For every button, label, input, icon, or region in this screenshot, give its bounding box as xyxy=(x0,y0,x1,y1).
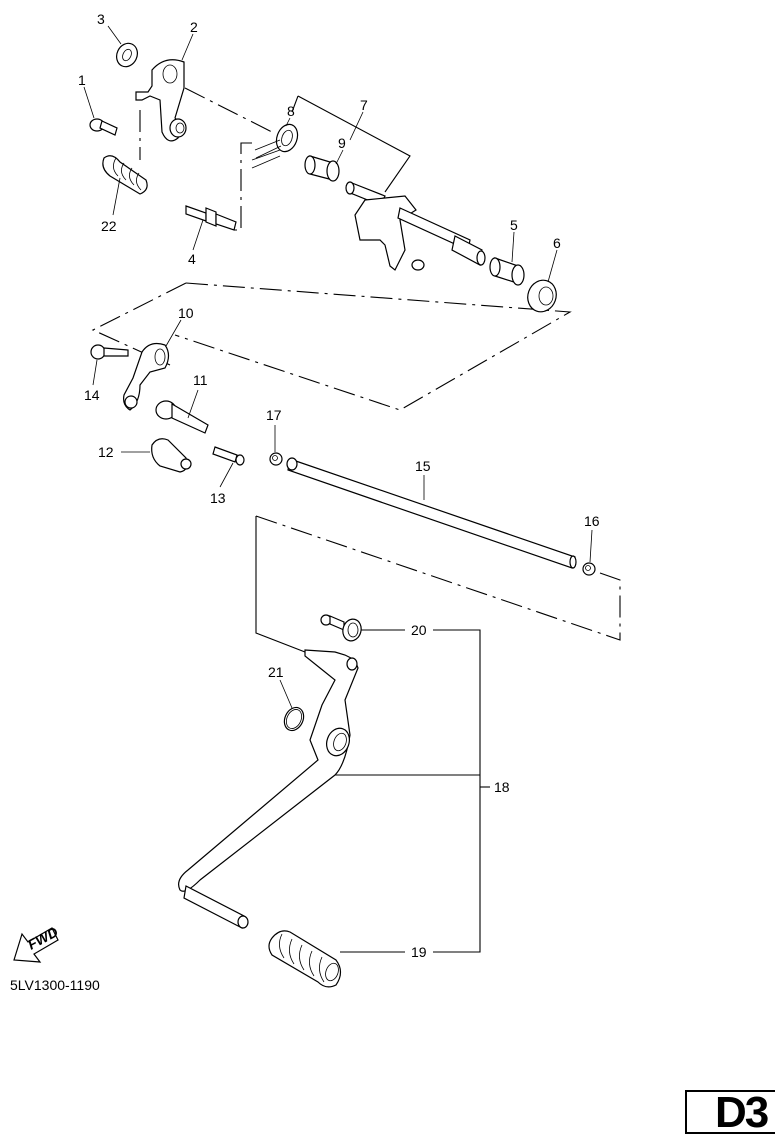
part-21-o-ring[interactable] xyxy=(281,704,307,733)
callout-19[interactable]: 19 xyxy=(411,944,427,960)
part-22-spring[interactable] xyxy=(102,155,148,195)
part-12-boot[interactable] xyxy=(151,438,192,473)
callout-20[interactable]: 20 xyxy=(411,622,427,638)
callout-labels: 3 2 1 22 4 8 7 9 5 6 10 14 11 12 13 17 1… xyxy=(78,11,600,960)
part-15-shift-rod[interactable] xyxy=(286,457,577,569)
callout-11[interactable]: 11 xyxy=(193,372,208,388)
part-16-nut[interactable] xyxy=(582,562,596,576)
callout-4[interactable]: 4 xyxy=(188,251,196,267)
callout-16[interactable]: 16 xyxy=(584,513,600,529)
part-1-pin[interactable] xyxy=(89,118,118,136)
part-11-joint[interactable] xyxy=(155,400,209,434)
callout-22[interactable]: 22 xyxy=(101,218,117,234)
part-5-collar[interactable] xyxy=(489,257,525,286)
part-18-shift-pedal[interactable] xyxy=(178,649,359,929)
callout-15[interactable]: 15 xyxy=(415,458,431,474)
callout-5[interactable]: 5 xyxy=(510,217,518,233)
callout-14[interactable]: 14 xyxy=(84,387,100,403)
callout-21[interactable]: 21 xyxy=(268,664,284,680)
part-14-bolt[interactable] xyxy=(90,344,129,360)
callout-12[interactable]: 12 xyxy=(98,444,114,460)
part-9-collar[interactable] xyxy=(304,155,340,182)
part-4-bolt[interactable] xyxy=(185,205,237,231)
part-17-nut[interactable] xyxy=(269,452,283,466)
callout-8[interactable]: 8 xyxy=(287,103,295,119)
callout-9[interactable]: 9 xyxy=(338,135,346,151)
leader-lines xyxy=(83,25,593,709)
part-8-spring[interactable] xyxy=(251,121,301,169)
diagram-code: 5LV1300-1190 xyxy=(10,977,100,993)
part-10-shift-arm[interactable] xyxy=(123,342,170,411)
page-label: D3 xyxy=(715,1088,769,1137)
part-7-shift-shaft[interactable] xyxy=(345,181,486,271)
fwd-arrow-icon: FWD xyxy=(13,924,61,963)
callout-18[interactable]: 18 xyxy=(494,779,510,795)
part-19-pedal-rubber[interactable] xyxy=(268,930,342,988)
part-2-arm[interactable] xyxy=(135,59,187,142)
callout-2[interactable]: 2 xyxy=(190,19,198,35)
callout-1[interactable]: 1 xyxy=(78,72,86,88)
part-6-oil-seal[interactable] xyxy=(523,276,560,316)
callout-17[interactable]: 17 xyxy=(266,407,282,423)
callout-10[interactable]: 10 xyxy=(178,305,194,321)
callout-13[interactable]: 13 xyxy=(210,490,226,506)
assembly-lines xyxy=(91,87,621,953)
part-13-bolt[interactable] xyxy=(212,446,245,466)
callout-6[interactable]: 6 xyxy=(553,235,561,251)
callout-3[interactable]: 3 xyxy=(97,11,105,27)
page-label-box: D3 xyxy=(685,1088,775,1137)
callout-7[interactable]: 7 xyxy=(360,97,368,113)
part-3-washer[interactable] xyxy=(113,40,141,70)
part-20-bolt[interactable] xyxy=(320,614,364,643)
